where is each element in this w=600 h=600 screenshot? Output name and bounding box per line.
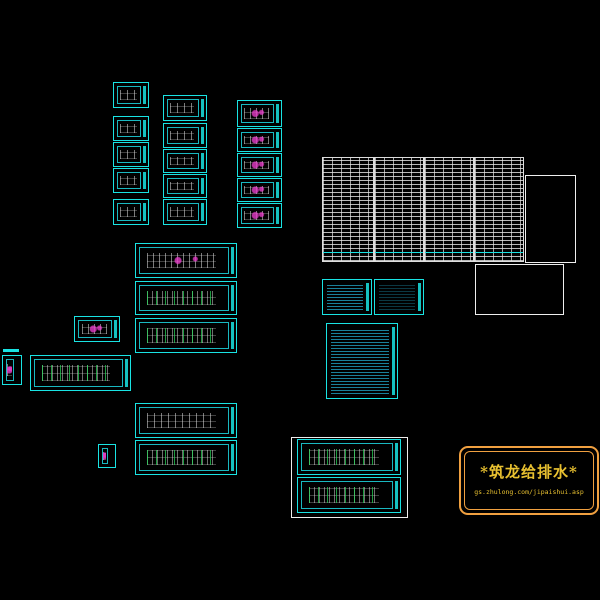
floor-plan-sheet[interactable]	[237, 100, 282, 127]
floor-plan-sheet[interactable]	[163, 174, 207, 198]
plumbing-plan-sheet[interactable]	[135, 318, 237, 353]
plumbing-plan-sheet[interactable]	[74, 316, 120, 342]
schedule-table-sheet[interactable]	[322, 157, 374, 262]
detail-sheet[interactable]	[98, 444, 116, 468]
floor-plan-sheet[interactable]	[113, 82, 149, 108]
schedule-table-sheet[interactable]	[474, 157, 524, 262]
floor-plan-sheet[interactable]	[237, 128, 282, 152]
plumbing-plan-sheet[interactable]	[135, 243, 237, 278]
floor-plan-sheet[interactable]	[237, 178, 282, 202]
design-notes-sheet[interactable]	[322, 279, 372, 315]
floor-plan-sheet[interactable]	[237, 153, 282, 177]
floor-plan-sheet[interactable]	[163, 149, 207, 173]
plumbing-plan-sheet[interactable]	[135, 281, 237, 315]
schedule-table-sheet[interactable]	[424, 157, 474, 262]
legend-sheet[interactable]	[2, 355, 22, 385]
floor-plan-sheet[interactable]	[163, 199, 207, 225]
floor-plan-sheet[interactable]	[113, 168, 149, 193]
riser-diagram-frame[interactable]	[475, 264, 564, 315]
plumbing-plan-sheet[interactable]	[30, 355, 131, 391]
floor-plan-sheet[interactable]	[113, 116, 149, 141]
schedule-table-sheet[interactable]	[374, 157, 424, 262]
legend-tag	[3, 349, 19, 352]
floor-plan-sheet[interactable]	[163, 123, 207, 148]
logo-title: *筑龙给排水*	[480, 463, 578, 481]
zhulong-logo-watermark: *筑龙给排水* gs.zhulong.com/jipaishui.asp	[459, 446, 599, 515]
design-notes-sheet[interactable]	[326, 323, 398, 399]
plumbing-plan-sheet[interactable]	[297, 477, 401, 513]
plumbing-plan-sheet[interactable]	[135, 403, 237, 438]
design-notes-sheet[interactable]	[374, 279, 424, 315]
floor-plan-sheet[interactable]	[113, 199, 149, 225]
floor-plan-sheet[interactable]	[163, 95, 207, 121]
floor-plan-sheet[interactable]	[113, 142, 149, 167]
floor-plan-sheet[interactable]	[237, 203, 282, 228]
plumbing-plan-sheet[interactable]	[135, 440, 237, 475]
plumbing-plan-sheet[interactable]	[297, 439, 401, 475]
outer-frame[interactable]	[291, 437, 408, 518]
logo-url: gs.zhulong.com/jipaishui.asp	[474, 488, 584, 496]
empty-frame[interactable]	[525, 175, 576, 263]
